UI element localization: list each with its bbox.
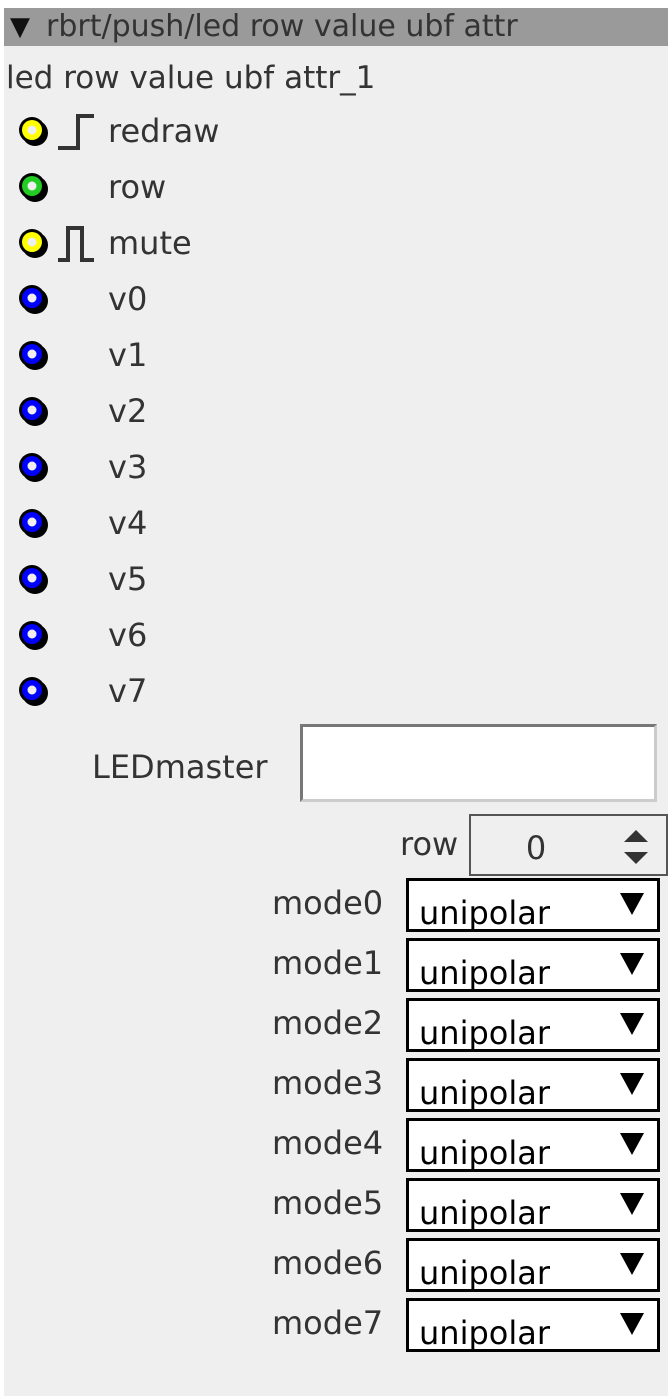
dropdown-arrow-icon[interactable] [619,951,645,977]
inlet-port-icon[interactable] [16,394,50,428]
inlet-port-icon[interactable] [16,282,50,316]
object-type-title: rbrt/push/led row value ubf attr [46,9,518,44]
row-spinner-value: 0 [525,829,547,867]
dropdown-arrow-icon[interactable] [619,1191,645,1217]
inlet-port-icon[interactable] [16,506,50,540]
inlet-label: v2 [108,392,148,430]
inlet-label: v4 [108,504,148,542]
inlet-port-icon[interactable] [16,114,50,148]
inlet-v4: v4 [4,498,304,548]
inlet-label: row [108,168,167,206]
inlet-port-icon[interactable] [16,618,50,652]
mode-dropdown[interactable]: unipolar [406,1178,660,1232]
mode-label: mode5 [272,1184,384,1222]
mode-label: mode7 [272,1304,384,1342]
object-title-bar[interactable]: ▼ rbrt/push/led row value ubf attr [4,8,668,46]
mode-dropdown[interactable]: unipolar [406,1118,660,1172]
row-spinner[interactable]: 0 [469,814,668,876]
mode-dropdown[interactable]: unipolar [406,878,660,932]
inlet-port-icon[interactable] [16,338,50,372]
inlet-row: row [4,162,304,212]
inlet-v6: v6 [4,610,304,660]
mode-label: mode0 [272,884,384,922]
dropdown-arrow-icon[interactable] [619,1251,645,1277]
inlet-label: v3 [108,448,148,486]
dropdown-arrow-icon[interactable] [619,891,645,917]
inlet-label: v7 [108,672,148,710]
inlet-v1: v1 [4,330,304,380]
inlet-label: v5 [108,560,148,598]
mode-dropdown-value: unipolar [419,1074,550,1112]
mode-label: mode1 [272,944,384,982]
inlet-v3: v3 [4,442,304,492]
inlet-port-icon[interactable] [16,226,50,260]
inlet-label: redraw [108,112,220,150]
mode-dropdown-value: unipolar [419,1014,550,1052]
mode-label: mode4 [272,1124,384,1162]
inlet-label: v0 [108,280,148,318]
mode-dropdown-value: unipolar [419,954,550,992]
pulse-icon [58,226,94,262]
inlet-mute: mute [4,218,304,268]
inlet-port-icon[interactable] [16,674,50,708]
inlet-label: mute [108,224,192,262]
mode-label: mode2 [272,1004,384,1042]
mode-dropdown-value: unipolar [419,1194,550,1232]
inlet-v7: v7 [4,666,304,716]
mode-dropdown[interactable]: unipolar [406,1298,660,1352]
ledmaster-input[interactable] [300,724,657,802]
dropdown-arrow-icon[interactable] [619,1131,645,1157]
mode-label: mode3 [272,1064,384,1102]
mode-dropdown[interactable]: unipolar [406,938,660,992]
dropdown-arrow-icon[interactable] [619,1071,645,1097]
rising-edge-icon [58,114,94,150]
inlet-port-icon[interactable] [16,562,50,596]
inlet-port-icon[interactable] [16,450,50,484]
mode-dropdown[interactable]: unipolar [406,1238,660,1292]
mode-dropdown[interactable]: unipolar [406,1058,660,1112]
inlet-redraw: redraw [4,106,304,156]
mode-label: mode6 [272,1244,384,1282]
instance-name[interactable]: led row value ubf attr_1 [6,60,376,96]
inlet-v0: v0 [4,274,304,324]
mode-dropdown-value: unipolar [419,1254,550,1292]
ledmaster-label: LEDmaster [92,748,268,786]
mode-dropdown[interactable]: unipolar [406,998,660,1052]
mode-dropdown-value: unipolar [419,1314,550,1352]
dropdown-arrow-icon[interactable] [619,1311,645,1337]
object-panel: ▼ rbrt/push/led row value ubf attr led r… [4,8,668,1396]
inlet-port-icon[interactable] [16,170,50,204]
inlet-label: v1 [108,336,148,374]
row-attribute-label: row [400,825,459,863]
dropdown-arrow-icon[interactable] [619,1011,645,1037]
inlet-v5: v5 [4,554,304,604]
mode-dropdown-value: unipolar [419,894,550,932]
inlet-label: v6 [108,616,148,654]
spinner-arrows-icon[interactable] [621,828,651,866]
collapse-triangle-icon[interactable]: ▼ [10,12,30,42]
inlet-v2: v2 [4,386,304,436]
mode-dropdown-value: unipolar [419,1134,550,1172]
